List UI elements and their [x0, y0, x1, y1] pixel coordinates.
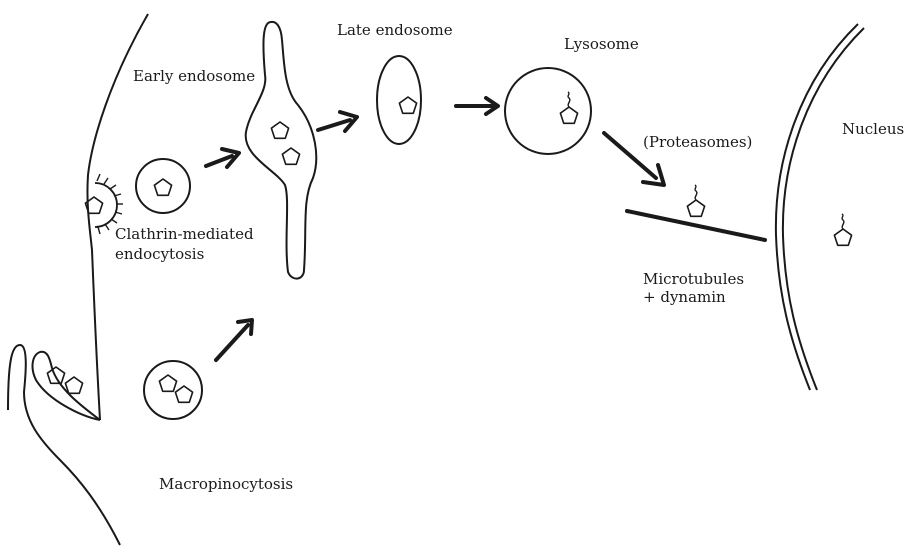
arrow-icon	[456, 98, 498, 114]
macropinocytosis-label: Macropinocytosis	[159, 474, 293, 494]
virus-pentagon-icon	[175, 386, 192, 402]
virus-pentagon-icon	[47, 367, 64, 383]
uncoated-virus-icon	[834, 214, 851, 245]
microtubules-label-line2: + dynamin	[643, 287, 726, 307]
virus-pentagon-icon	[282, 148, 299, 164]
late-endosome-label: Late endosome	[337, 20, 453, 40]
microtubule	[627, 211, 765, 240]
proteasomes-label: (Proteasomes)	[643, 132, 752, 152]
nucleus-label: Nucleus	[842, 119, 904, 139]
early-endosome	[246, 22, 317, 279]
microtubules-label-line1: Microtubules	[643, 269, 744, 289]
clathrin-label-line2: endocytosis	[115, 244, 204, 264]
uncoated-virus-icon	[560, 92, 577, 123]
virus-pentagon-icon	[159, 375, 176, 391]
clathrin-label-line1: Clathrin-mediated	[115, 224, 254, 244]
lysosome-label: Lysosome	[564, 34, 639, 54]
virus-pentagon-icon	[65, 377, 82, 393]
arrow-icon	[318, 112, 357, 131]
nuclear-envelope	[776, 24, 864, 390]
uncoated-virus-icon	[687, 185, 704, 216]
arrow-icon	[206, 149, 239, 167]
arrow-icon	[216, 320, 252, 360]
early-endosome-label: Early endosome	[133, 66, 255, 86]
late-endosome	[377, 56, 421, 144]
lysosome	[505, 68, 591, 154]
virus-pentagon-icon	[271, 122, 288, 138]
clathrin-vesicle	[136, 159, 190, 213]
virus-pentagon-icon	[399, 97, 416, 113]
virus-pentagon-icon	[154, 179, 171, 195]
